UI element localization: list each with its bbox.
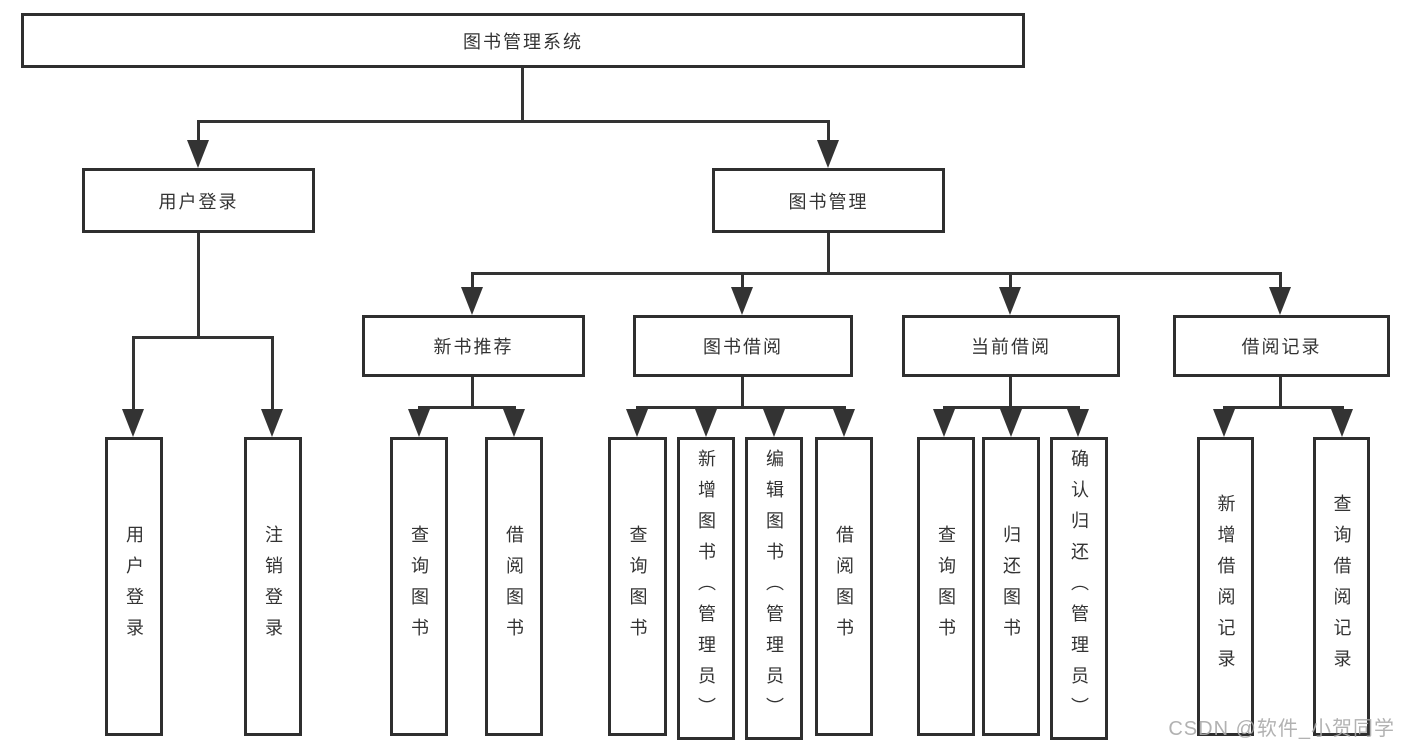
node-label: 图书借阅 [703, 337, 783, 357]
node-label: 借阅图书 [834, 524, 854, 649]
leaf-br-query-record: 查询借阅记录 [1313, 437, 1370, 736]
node-label: 新增图书（管理员） [696, 449, 716, 728]
connector-stub-book-borrow [741, 272, 744, 290]
node-new-book-recommendation: 新书推荐 [362, 315, 585, 377]
arrow-to-current-borrow [999, 287, 1021, 315]
leaf-bb-edit-books-admin: 编辑图书（管理员） [745, 437, 803, 740]
arrow-cb-confirm [1067, 409, 1089, 437]
arrow-bb-borrow [833, 409, 855, 437]
leaf-cb-return-books: 归还图书 [982, 437, 1040, 736]
node-book-borrowing: 图书借阅 [633, 315, 853, 377]
connector-book-borrow-split [636, 406, 846, 409]
connector-stub-login-leaf [132, 336, 135, 411]
connector-stub-borrow-records [1279, 272, 1282, 290]
node-label: 借阅图书 [504, 524, 524, 649]
arrow-bb-query [626, 409, 648, 437]
node-label: 查询图书 [409, 524, 429, 649]
node-label: 查询图书 [627, 524, 648, 649]
leaf-cb-query-books: 查询图书 [917, 437, 975, 736]
node-label: 确认归还（管理员） [1069, 449, 1089, 728]
connector-root-drop [521, 68, 524, 123]
arrow-br-add [1213, 409, 1235, 437]
connector-borrow-records-split [1223, 406, 1344, 409]
node-label: 图书管理系统 [463, 31, 583, 52]
arrow-to-borrow-records [1269, 287, 1291, 315]
node-label: 归还图书 [1001, 524, 1021, 649]
leaf-user-login: 用户登录 [105, 437, 163, 736]
arrow-nb-query [408, 409, 430, 437]
connector-new-book-split [418, 406, 516, 409]
connector-stub-book-mgmt [827, 120, 830, 142]
node-label: 用户登录 [158, 191, 239, 212]
connector-new-book-drop [471, 377, 474, 408]
arrow-to-logout-leaf [261, 409, 283, 437]
leaf-nb-query-books: 查询图书 [390, 437, 448, 736]
csdn-watermark: CSDN @软件_小贺同学 [1168, 718, 1395, 740]
arrow-bb-add [695, 409, 717, 437]
leaf-br-add-record: 新增借阅记录 [1197, 437, 1254, 736]
arrow-to-user-login [187, 140, 209, 168]
arrow-nb-borrow [503, 409, 525, 437]
leaf-bb-query-books: 查询图书 [608, 437, 667, 736]
connector-stub-logout-leaf [271, 336, 274, 411]
node-label: 新书推荐 [433, 337, 514, 357]
arrow-to-new-book [461, 287, 483, 315]
arrow-to-login-leaf [122, 409, 144, 437]
arrow-bb-edit [763, 409, 785, 437]
arrow-cb-return [1000, 409, 1022, 437]
node-label: 查询图书 [936, 524, 956, 649]
leaf-nb-borrow-books: 借阅图书 [485, 437, 543, 736]
arrow-to-book-mgmt [817, 140, 839, 168]
connector-stub-new-book [471, 272, 474, 290]
node-label: 注销登录 [263, 524, 283, 649]
node-user-login-group: 用户登录 [82, 168, 315, 233]
connector-current-borrow-split [943, 406, 1080, 409]
leaf-cb-confirm-return-admin: 确认归还（管理员） [1050, 437, 1108, 740]
leaf-bb-add-books-admin: 新增图书（管理员） [677, 437, 735, 740]
connector-root-split [197, 120, 830, 123]
arrow-to-book-borrow [731, 287, 753, 315]
arrow-br-query [1331, 409, 1353, 437]
node-label: 借阅记录 [1241, 337, 1322, 357]
connector-book-mgmt-split [471, 272, 1282, 275]
node-label: 图书管理 [788, 191, 869, 212]
connector-user-login-drop [197, 233, 200, 339]
node-label: 新增借阅记录 [1215, 493, 1236, 680]
connector-stub-user-login [197, 120, 200, 142]
connector-book-borrow-drop [741, 377, 744, 408]
leaf-logout: 注销登录 [244, 437, 302, 736]
connector-book-mgmt-drop [827, 233, 830, 274]
connector-borrow-records-drop [1279, 377, 1282, 408]
node-current-borrowing: 当前借阅 [902, 315, 1120, 377]
connector-current-borrow-drop [1009, 377, 1012, 408]
node-label: 编辑图书（管理员） [764, 449, 784, 728]
node-book-management-group: 图书管理 [712, 168, 945, 233]
connector-user-login-split [132, 336, 274, 339]
node-label: 查询借阅记录 [1331, 493, 1352, 680]
node-label: 用户登录 [124, 524, 144, 649]
node-borrowing-records: 借阅记录 [1173, 315, 1390, 377]
arrow-cb-query [933, 409, 955, 437]
leaf-bb-borrow-books: 借阅图书 [815, 437, 873, 736]
node-label: 当前借阅 [971, 337, 1051, 357]
connector-stub-current-borrow [1009, 272, 1012, 290]
node-library-management-system: 图书管理系统 [21, 13, 1025, 68]
